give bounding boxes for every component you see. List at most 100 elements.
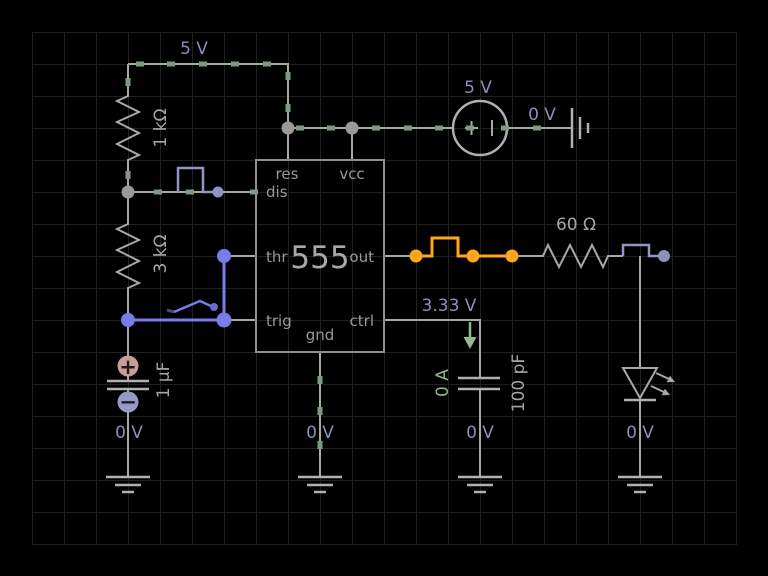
- ground-icon[interactable]: [570, 108, 590, 148]
- capacitor-c2-value: 100 pF: [509, 354, 529, 412]
- led-light-arrow-1-head: [666, 375, 675, 383]
- led-node-waveform-badge: [621, 243, 660, 258]
- dis-waveform-badge: [176, 166, 212, 194]
- ground-c2[interactable]: [458, 475, 502, 494]
- probe-trig-net[interactable]: [121, 249, 232, 328]
- junction-dots: [121, 121, 359, 199]
- current-dot: [136, 61, 144, 67]
- ctrl-current-label: 0 A: [433, 369, 453, 397]
- probe-dot-thr[interactable]: [217, 249, 231, 263]
- ctrl-voltage-label: 3.33 V: [422, 296, 477, 316]
- junction-dot: [345, 121, 359, 135]
- capacitor-c2-plates[interactable]: [458, 376, 500, 391]
- trig-waveform-tick: [166, 308, 175, 314]
- current-dot: [317, 441, 323, 449]
- probe-led-net[interactable]: [621, 243, 670, 262]
- resistor-r1-body[interactable]: [114, 64, 142, 192]
- capacitor-c1[interactable]: + − 1 µF: [107, 355, 174, 414]
- led[interactable]: [621, 367, 675, 402]
- current-dot: [533, 125, 541, 131]
- capacitor-c1-value: 1 µF: [154, 362, 174, 399]
- ctrl-current-indicator: 0 A: [433, 322, 477, 397]
- resistor-r2[interactable]: 3 kΩ: [114, 192, 171, 320]
- current-dot: [154, 189, 162, 195]
- ground-c1[interactable]: [106, 475, 150, 494]
- node-labels: 5 V 3.33 V 0 V 0 V 0 V 0 V: [115, 39, 654, 443]
- polarity-minus-badge: [117, 391, 139, 413]
- ground-chip[interactable]: [298, 475, 342, 494]
- ground-icon[interactable]: [106, 475, 150, 494]
- resistor-r3-body[interactable]: [512, 242, 623, 270]
- current-dot: [404, 125, 412, 131]
- source-voltage-label: 5 V: [464, 78, 492, 98]
- ground-icon[interactable]: [618, 475, 662, 494]
- rail-voltage-label: 5 V: [180, 39, 208, 59]
- led-light-arrow-2: [650, 385, 665, 393]
- ground-source[interactable]: 0 V: [528, 105, 590, 148]
- led-light-arrow-1: [655, 372, 670, 380]
- pin-label-trig: trig: [266, 312, 292, 330]
- ground-led[interactable]: [618, 475, 662, 494]
- resistor-r1-value: 1 kΩ: [151, 108, 171, 147]
- current-dot: [317, 376, 323, 384]
- pin-label-res: res: [276, 165, 299, 183]
- voltage-source[interactable]: 5 V: [451, 78, 509, 157]
- current-dot: [296, 125, 304, 131]
- current-dot: [199, 61, 207, 67]
- chip-part-number: 555: [290, 240, 349, 276]
- current-arrow-head: [463, 337, 477, 349]
- current-dot: [263, 61, 271, 67]
- probe-dot-dis[interactable]: [212, 186, 224, 198]
- current-markers: [125, 61, 541, 449]
- chip-555[interactable]: res vcc dis thr out trig ctrl gnd 555: [255, 159, 385, 353]
- junction-dot: [281, 121, 295, 135]
- resistor-r2-value: 3 kΩ: [151, 234, 171, 273]
- probe-dot-trig[interactable]: [216, 312, 232, 328]
- current-dot: [435, 125, 443, 131]
- probe-dot-out[interactable]: [466, 249, 480, 263]
- voltage-source-body[interactable]: [451, 99, 509, 157]
- pin-label-thr: thr: [266, 248, 288, 266]
- probe-dot-trig[interactable]: [121, 313, 135, 327]
- chip-555-body[interactable]: [255, 159, 385, 353]
- c1-node-label: 0 V: [115, 423, 143, 443]
- probe-dot-out[interactable]: [505, 249, 519, 263]
- source-neg-node-label: 0 V: [528, 105, 556, 125]
- ground-icon[interactable]: [298, 475, 342, 494]
- resistor-r3[interactable]: 60 Ω: [512, 215, 623, 270]
- probe-dis-net[interactable]: [176, 166, 224, 198]
- minus-sign: −: [119, 390, 137, 414]
- c2-node-label: 0 V: [466, 423, 494, 443]
- current-dot: [167, 61, 175, 67]
- led-light-arrow-2-head: [661, 388, 670, 396]
- trig-waveform-badge: [173, 299, 214, 314]
- current-dot: [231, 61, 239, 67]
- pin-label-dis: dis: [266, 183, 288, 201]
- current-dot: [285, 72, 291, 80]
- resistor-r2-body[interactable]: [114, 192, 142, 320]
- resistor-r3-value: 60 Ω: [556, 215, 596, 235]
- current-dot: [250, 189, 258, 195]
- pin-label-ctrl: ctrl: [350, 312, 374, 330]
- led-triangle[interactable]: [621, 367, 659, 401]
- trig-waveform-dot: [210, 303, 218, 311]
- polarity-plus-badge: [117, 355, 139, 377]
- ground-icon[interactable]: [458, 475, 502, 494]
- plus-sign: +: [119, 355, 137, 379]
- current-dot: [186, 189, 194, 195]
- current-dot: [327, 125, 335, 131]
- pin-label-gnd: gnd: [306, 326, 335, 344]
- probe-dot-led-node[interactable]: [658, 250, 670, 262]
- current-dot: [125, 78, 131, 86]
- resistor-r1[interactable]: 1 kΩ: [114, 64, 171, 192]
- probe-dot-out[interactable]: [409, 249, 423, 263]
- capacitor-c2[interactable]: 100 pF: [458, 354, 529, 412]
- current-dot: [317, 407, 323, 415]
- capacitor-c1-plates[interactable]: [107, 379, 149, 391]
- wire-ctrl[interactable]: [384, 319, 481, 378]
- pin-label-vcc: vcc: [339, 165, 364, 183]
- probe-out-net[interactable]: [409, 236, 519, 263]
- out-waveform-badge[interactable]: [416, 236, 512, 258]
